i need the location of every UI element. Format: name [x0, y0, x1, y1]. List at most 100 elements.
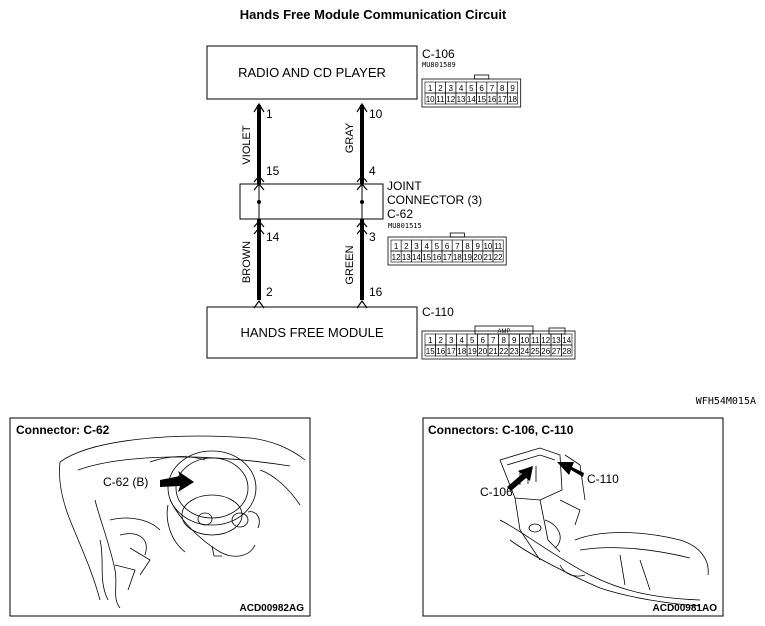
connector-pin-number: 1 — [394, 242, 399, 251]
connector-pin-number: 4 — [424, 242, 429, 251]
connector-pin-number: 15 — [426, 347, 435, 356]
connector-pin-number: 12 — [446, 95, 455, 104]
connector-pin-number: 6 — [479, 84, 484, 93]
connector-pin-number: 11 — [494, 242, 503, 251]
hfm-connector-id: C-110 — [422, 305, 454, 319]
connector-pin-number: 23 — [510, 347, 519, 356]
connector-pin-number: 27 — [552, 347, 561, 356]
connector-pin-number: 10 — [426, 95, 435, 104]
connector-pin-number: 9 — [510, 84, 515, 93]
connector-pin-number: 5 — [435, 242, 440, 251]
joint-connector-box — [239, 183, 384, 220]
callout-arrow-c106-icon — [507, 466, 533, 491]
hfm-label: HANDS FREE MODULE — [240, 325, 383, 340]
connector-pin-number: 16 — [487, 95, 496, 104]
pin-number: 2 — [266, 285, 273, 299]
connector-pin-number: 13 — [402, 253, 411, 262]
connector-pin-cell — [492, 250, 504, 263]
pin-number: 14 — [266, 230, 280, 244]
pin-number: 10 — [369, 107, 383, 121]
hfm-box — [206, 306, 418, 359]
connector-pin-number: 12 — [541, 336, 550, 345]
connector-pin-number: 17 — [447, 347, 456, 356]
connector-pin-number: 28 — [562, 347, 571, 356]
connector-housing — [421, 78, 522, 108]
connector-pin-number: 19 — [468, 347, 477, 356]
wire-color-label: GRAY — [344, 122, 356, 153]
wire-color-label: GREEN — [344, 245, 356, 284]
connector-pin-number: 10 — [520, 336, 529, 345]
connector-pin-number: 8 — [500, 84, 505, 93]
dashboard-illustration — [59, 435, 306, 609]
diagram-title: Hands Free Module Communication Circuit — [240, 7, 507, 22]
connector-pin-number: 16 — [432, 253, 441, 262]
connector-pin-number: 2 — [404, 242, 409, 251]
connector-pin-number: 8 — [502, 336, 507, 345]
connector-pin-number: 13 — [552, 336, 561, 345]
connector-pin-number: 17 — [498, 95, 507, 104]
connector-pin-number: 5 — [470, 336, 475, 345]
connector-pin-number: 20 — [478, 347, 487, 356]
connector-pin-cell — [507, 92, 518, 105]
splice-right — [360, 200, 364, 204]
connector-pin-number: 26 — [541, 347, 550, 356]
radio-connector-id: C-106 — [422, 47, 455, 61]
callout-arrow-c110-icon — [557, 462, 584, 477]
pin-number: 15 — [266, 164, 280, 178]
connector-pin-number: 11 — [531, 336, 540, 345]
connector-pin-number: 24 — [520, 347, 529, 356]
joint-connector-id: C-62 — [387, 207, 413, 221]
connector-pin-number: 4 — [460, 336, 465, 345]
connector-pin-number: 3 — [449, 336, 454, 345]
connector-pin-number: 8 — [465, 242, 470, 251]
figure-code: WFH54M015A — [696, 396, 756, 407]
joint-label-line1: JOINT — [387, 179, 422, 193]
connector-key — [449, 232, 465, 238]
connector-pin-number: 18 — [508, 95, 517, 104]
connector-pin-number: 9 — [512, 336, 517, 345]
connector-pin-number: 14 — [412, 253, 421, 262]
connector-pin-number: 10 — [483, 242, 492, 251]
splice-left — [257, 200, 261, 204]
panel-connector-c62: Connector: C-62 ACD00982AG C-62 (B) — [9, 417, 311, 617]
panel-right-callout-c110: C-110 — [587, 472, 619, 486]
panel-left-callout: C-62 (B) — [103, 475, 148, 489]
connector-pin-number: 20 — [473, 253, 482, 262]
connector-key — [474, 74, 490, 80]
connector-pin-cell — [561, 344, 573, 357]
pin-number: 4 — [369, 164, 376, 178]
connector-pin-number: 18 — [453, 253, 462, 262]
wire-color-label: VIOLET — [241, 125, 253, 164]
connector-pin-number: 11 — [436, 95, 445, 104]
pin-number: 16 — [369, 285, 383, 299]
pin-number: 3 — [369, 230, 376, 244]
connector-pin-number: 6 — [481, 336, 486, 345]
connector-pin-number: 25 — [531, 347, 540, 356]
connector-pin-number: 21 — [483, 253, 492, 262]
connector-pin-number: 7 — [490, 84, 495, 93]
connector-latch — [548, 327, 566, 335]
connector-pin-number: 7 — [455, 242, 460, 251]
amp-tab — [474, 325, 534, 335]
connector-pin-number: 12 — [392, 253, 401, 262]
connector-pin-number: 13 — [457, 95, 466, 104]
connector-pin-number: 1 — [428, 84, 433, 93]
radio-label: RADIO AND CD PLAYER — [238, 65, 386, 80]
connector-pin-number: 22 — [499, 347, 508, 356]
connector-pin-number: 6 — [445, 242, 450, 251]
connector-housing — [387, 236, 507, 266]
panel-right-title: Connectors: C-106, C-110 — [428, 423, 574, 437]
connector-pin-number: 15 — [422, 253, 431, 262]
connector-pin-number: 16 — [436, 347, 445, 356]
connector-housing — [421, 330, 576, 360]
panel-left-title: Connector: C-62 — [16, 423, 110, 437]
connector-pin-number: 22 — [494, 253, 503, 262]
connector-pin-number: 4 — [459, 84, 464, 93]
connector-pin-number: 7 — [491, 336, 496, 345]
connector-pin-number: 5 — [469, 84, 474, 93]
connector-pin-number: 21 — [489, 347, 498, 356]
radio-part-number: MU801589 — [422, 61, 456, 69]
